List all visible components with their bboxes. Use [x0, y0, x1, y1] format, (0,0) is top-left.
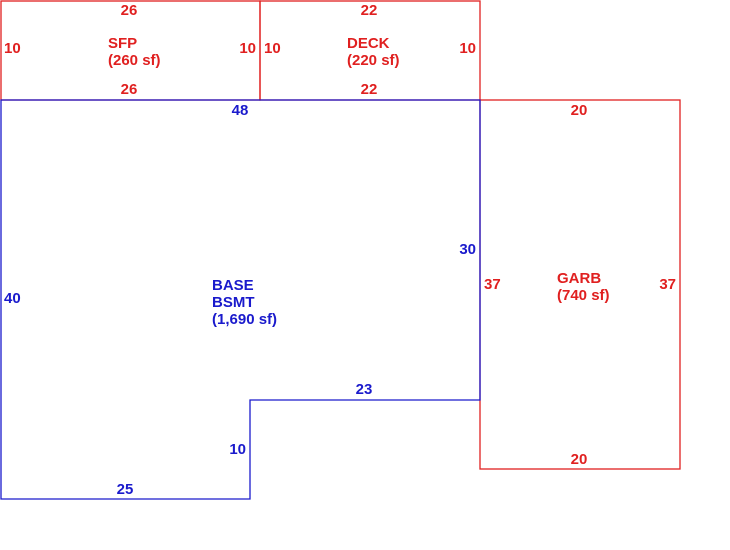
base-dim-step-side: 10 — [229, 441, 246, 458]
sfp-dim-top: 26 — [121, 2, 138, 19]
base-dim-bottom: 25 — [117, 481, 134, 498]
deck-dim-bottom: 22 — [361, 81, 378, 98]
base-dim-top: 48 — [232, 102, 249, 119]
base-outline — [0, 99, 481, 500]
sfp-area: (260 sf) — [108, 52, 161, 69]
deck-dim-left: 10 — [264, 40, 281, 57]
garb-area: (740 sf) — [557, 287, 610, 304]
base-name-line1: BASE — [212, 277, 254, 294]
garb-dim-right: 37 — [659, 276, 676, 293]
garb-dim-left: 37 — [484, 276, 501, 293]
sfp-name: SFP — [108, 35, 137, 52]
sfp-dim-bottom: 26 — [121, 81, 138, 98]
garb-name: GARB — [557, 270, 601, 287]
base-name-line2: BSMT — [212, 294, 255, 311]
deck-dim-right: 10 — [459, 40, 476, 57]
deck-name: DECK — [347, 35, 390, 52]
garb-dim-top: 20 — [571, 102, 588, 119]
deck-area: (220 sf) — [347, 52, 400, 69]
deck-dim-top: 22 — [361, 2, 378, 19]
garb-dim-bottom: 20 — [571, 451, 588, 468]
sfp-dim-left: 10 — [4, 40, 21, 57]
base-dim-step-top: 23 — [356, 381, 373, 398]
base-dim-left: 40 — [4, 290, 21, 307]
base-dim-right: 30 — [459, 241, 476, 258]
sfp-dim-right: 10 — [239, 40, 256, 57]
base-area: (1,690 sf) — [212, 311, 277, 328]
